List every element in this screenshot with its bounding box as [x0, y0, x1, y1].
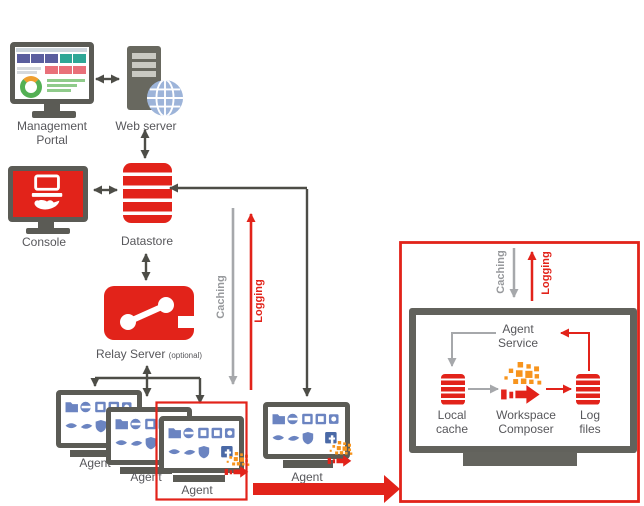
relay-server-icon: [104, 286, 194, 340]
console-hand-icon: [31, 174, 63, 210]
agent1-stand: [70, 450, 122, 457]
agent3-stand: [173, 475, 225, 482]
relay-server-label: Relay Server (optional): [95, 347, 203, 361]
datastore-icon: [123, 163, 172, 223]
web-server-slot: [132, 62, 156, 68]
datastore-label: Datastore: [120, 234, 174, 248]
dashboard-header-bar: [16, 48, 87, 52]
web-server-label: Web server: [115, 119, 177, 133]
dashboard-list-line: [47, 79, 85, 82]
web-server-slot: [132, 53, 156, 59]
dashboard-text-line: [17, 71, 37, 74]
dashboard-tile: [17, 54, 30, 63]
agent4-label: Agent: [291, 470, 323, 484]
logging-flow-label: Logging: [253, 279, 265, 323]
management-portal-label: Management Portal: [16, 119, 88, 147]
local-cache-icon: [441, 374, 465, 405]
web-server-slot: [132, 71, 156, 77]
log-files-icon: [576, 374, 600, 405]
dashboard-tile: [45, 66, 58, 74]
dashboard-tile: [73, 66, 86, 74]
agent-service-label: Agent Service: [497, 322, 538, 350]
console-stand-base: [26, 228, 70, 234]
dashboard-list-line: [47, 84, 77, 87]
console-stand: [38, 221, 54, 229]
dashboard-tile: [45, 54, 58, 63]
caching-flow-label: Caching: [215, 275, 227, 319]
detail-caching-flow-label: Caching: [495, 250, 507, 294]
agent2-stand: [120, 467, 172, 474]
globe-icon: [146, 79, 184, 117]
console-label: Console: [21, 235, 67, 249]
management-portal-monitor: [10, 42, 94, 104]
dashboard-list-line: [47, 89, 71, 92]
dashboard-gauge: [20, 76, 42, 98]
dashboard-tile: [73, 54, 86, 63]
local-cache-label: Local cache: [435, 408, 469, 436]
agent4-monitor: [263, 402, 350, 459]
dashboard-tile: [31, 54, 44, 63]
dashboard-tile: [60, 54, 72, 63]
agent3-label: Agent: [181, 483, 213, 497]
workspace-composer-spark-icon: [224, 452, 250, 478]
management-portal-stand-base: [32, 111, 76, 118]
workspace-composer-icon: [501, 362, 542, 404]
detail-logging-flow-label: Logging: [540, 251, 552, 295]
relay-switch-glyph: [120, 297, 194, 330]
dashboard-tile: [59, 66, 72, 74]
management-portal-stand: [44, 103, 60, 112]
detail-monitor-stand: [463, 452, 577, 466]
console-monitor: [8, 166, 88, 222]
agent4-stand: [283, 460, 333, 468]
agent2-label: Agent: [130, 470, 162, 484]
workspace-composer-spark-icon: [327, 441, 353, 467]
log-files-label: Log files: [579, 408, 601, 436]
dashboard-text-line: [17, 67, 41, 70]
workspace-composer-label: Workspace Composer: [496, 408, 556, 436]
agent1-label: Agent: [79, 456, 111, 470]
